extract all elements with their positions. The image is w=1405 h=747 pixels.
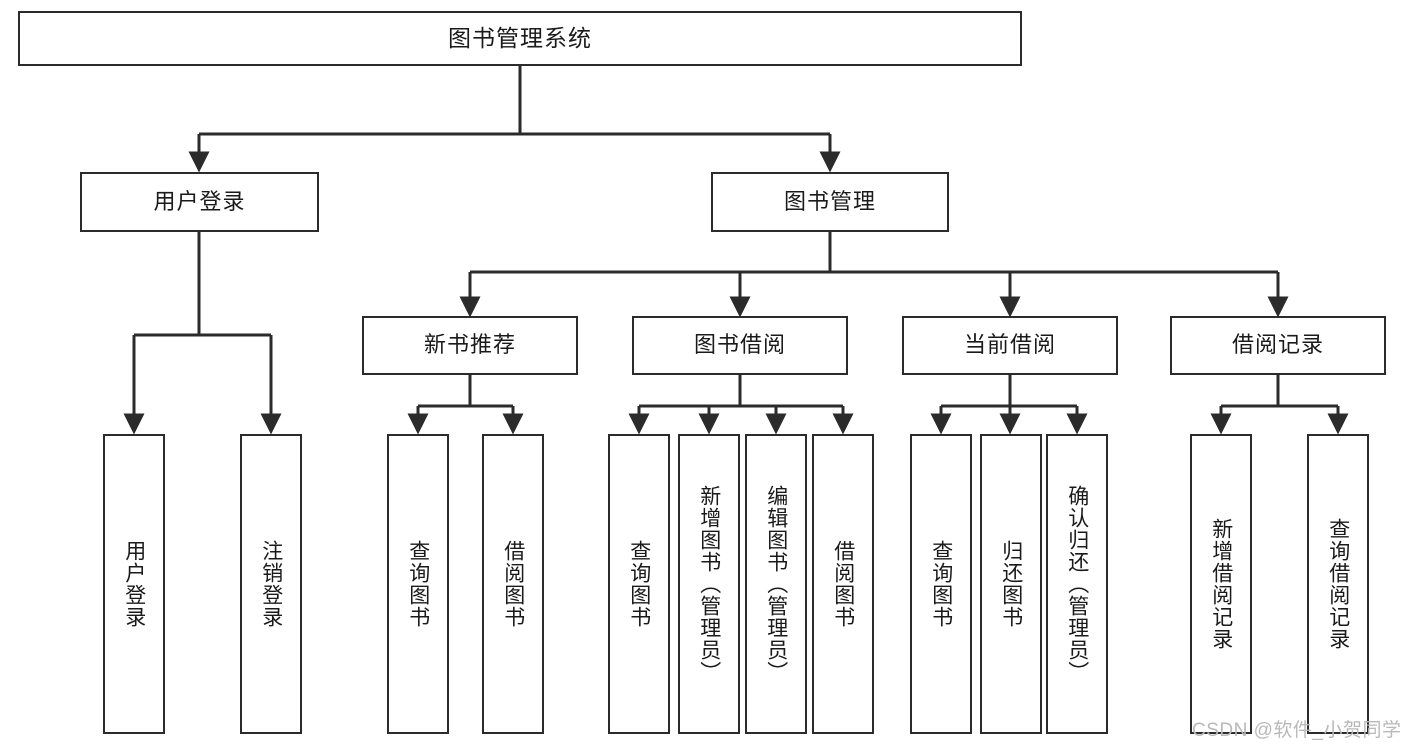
- leaf-user-logout-label: 注销登录: [259, 540, 283, 628]
- node-book-manage-label: 图书管理: [783, 188, 876, 214]
- leaf-return-book-label: 归还图书: [999, 540, 1023, 628]
- csdn-watermark: CSDN @软件_小贺同学: [1192, 720, 1402, 741]
- node-root[interactable]: 图书管理系统: [18, 11, 1022, 66]
- node-borrow-record[interactable]: 借阅记录: [1170, 316, 1386, 375]
- node-new-book-recommend-label: 新书推荐: [423, 332, 516, 358]
- node-new-book-recommend[interactable]: 新书推荐: [362, 316, 578, 375]
- leaf-edit-book-admin-label: 编辑图书（管理员）: [764, 485, 788, 683]
- node-user-login[interactable]: 用户登录: [80, 172, 319, 232]
- leaf-user-login[interactable]: 用户登录: [103, 434, 165, 734]
- leaf-borrow-book-1-label: 借阅图书: [501, 540, 525, 628]
- leaf-query-book-3[interactable]: 查询图书: [910, 434, 972, 734]
- node-user-login-label: 用户登录: [153, 188, 246, 214]
- leaf-add-book-admin-label: 新增图书（管理员）: [697, 485, 721, 683]
- leaf-query-book-2[interactable]: 查询图书: [608, 434, 670, 734]
- node-book-borrow[interactable]: 图书借阅: [632, 316, 848, 375]
- node-book-borrow-label: 图书借阅: [693, 332, 786, 358]
- node-current-borrow[interactable]: 当前借阅: [902, 316, 1118, 375]
- node-current-borrow-label: 当前借阅: [963, 332, 1056, 358]
- leaf-add-borrow-record-label: 新增借阅记录: [1209, 518, 1233, 650]
- leaf-return-book[interactable]: 归还图书: [980, 434, 1042, 734]
- leaf-query-borrow-record[interactable]: 查询借阅记录: [1307, 434, 1369, 734]
- leaf-query-book-3-label: 查询图书: [929, 540, 953, 628]
- leaf-borrow-book-2-label: 借阅图书: [831, 540, 855, 628]
- leaf-query-book-2-label: 查询图书: [627, 540, 651, 628]
- leaf-query-book-1-label: 查询图书: [406, 540, 430, 628]
- leaf-confirm-return-admin[interactable]: 确认归还（管理员）: [1046, 434, 1108, 734]
- leaf-user-logout[interactable]: 注销登录: [240, 434, 302, 734]
- node-book-manage[interactable]: 图书管理: [711, 172, 949, 232]
- leaf-borrow-book-2[interactable]: 借阅图书: [812, 434, 874, 734]
- leaf-add-book-admin[interactable]: 新增图书（管理员）: [678, 434, 740, 734]
- leaf-add-borrow-record[interactable]: 新增借阅记录: [1190, 434, 1252, 734]
- leaf-borrow-book-1[interactable]: 借阅图书: [482, 434, 544, 734]
- leaf-edit-book-admin[interactable]: 编辑图书（管理员）: [745, 434, 807, 734]
- leaf-query-borrow-record-label: 查询借阅记录: [1326, 518, 1350, 650]
- leaf-confirm-return-admin-label: 确认归还（管理员）: [1065, 485, 1089, 683]
- leaf-user-login-label: 用户登录: [122, 540, 146, 628]
- node-borrow-record-label: 借阅记录: [1231, 332, 1324, 358]
- leaf-query-book-1[interactable]: 查询图书: [387, 434, 449, 734]
- node-root-label: 图书管理系统: [448, 24, 592, 51]
